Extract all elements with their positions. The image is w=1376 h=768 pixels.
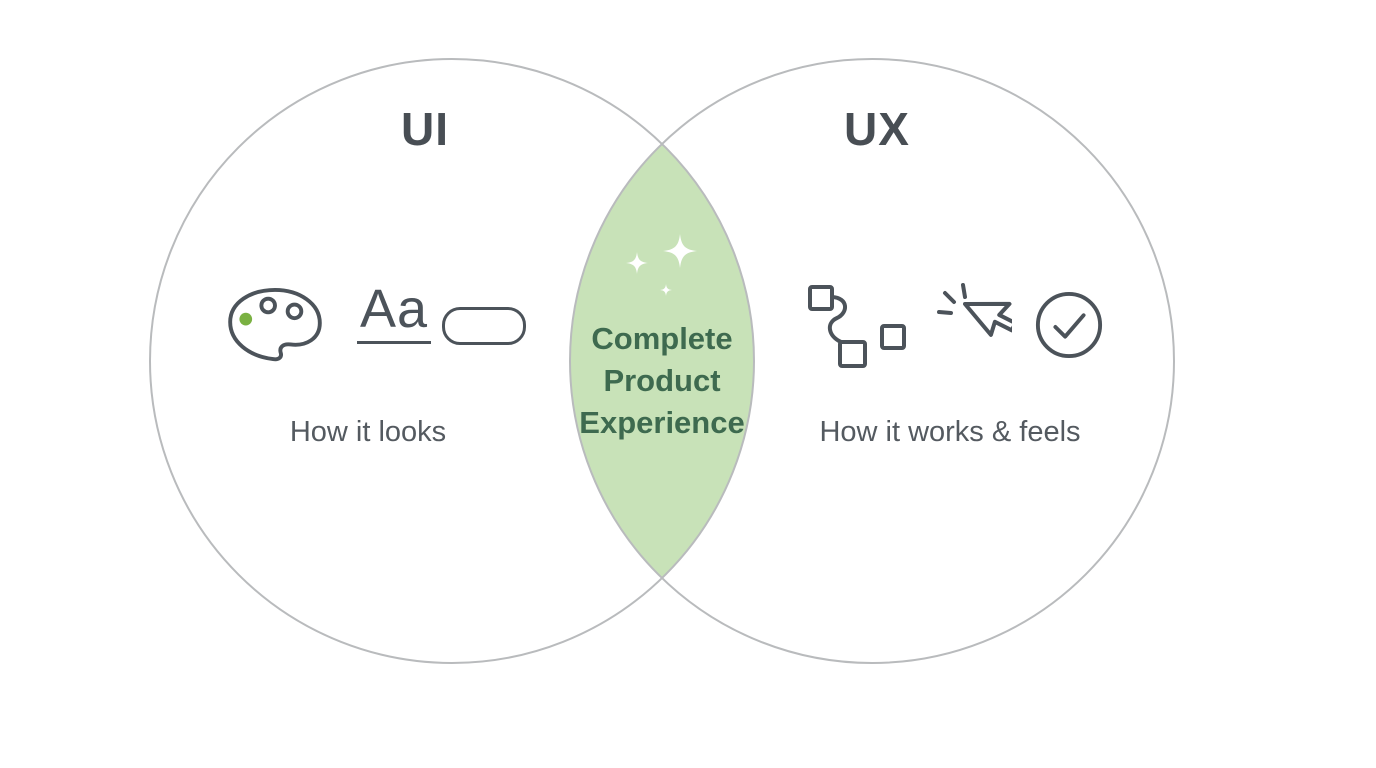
intersection-label-line-1: Complete (591, 321, 733, 356)
palette-icon (228, 287, 322, 362)
check-circle-icon (1035, 291, 1103, 359)
flow-node-top (808, 285, 834, 311)
intersection-label: Complete Product Experience (547, 318, 777, 444)
palette-dot-green (239, 312, 253, 326)
typography-icon: Aa (357, 279, 432, 344)
button-icon (442, 307, 526, 345)
sparkle-large (663, 234, 697, 268)
check-mark (1053, 313, 1086, 339)
ux-circle-title: UX (844, 103, 910, 155)
typography-glyph: Aa (360, 279, 429, 339)
check-circle-outline (1035, 291, 1103, 359)
intersection-label-line-2: Product (603, 363, 721, 398)
cursor-click-icon (937, 283, 1012, 337)
palette-dot-outline-1 (259, 296, 277, 315)
sparkle-small (660, 284, 672, 296)
ui-caption: How it looks (289, 416, 447, 448)
flow-node-right (880, 324, 906, 350)
ui-circle-title: UI (401, 103, 449, 155)
intersection-label-line-3: Experience (579, 405, 745, 440)
intersection-region (570, 144, 754, 578)
ux-circle (569, 58, 1175, 664)
sparkles-icon (626, 234, 697, 296)
click-rays (937, 283, 967, 315)
palette-dot-outline-2 (285, 302, 304, 321)
sparkle-medium (626, 252, 648, 274)
ui-circle (149, 58, 755, 664)
palette-outline (228, 287, 322, 362)
ux-caption: How it works & feels (819, 416, 1081, 448)
flow-icon (808, 285, 906, 368)
flow-connector (828, 295, 847, 344)
cursor-arrow (962, 301, 1012, 337)
flow-node-bottom (838, 340, 867, 368)
